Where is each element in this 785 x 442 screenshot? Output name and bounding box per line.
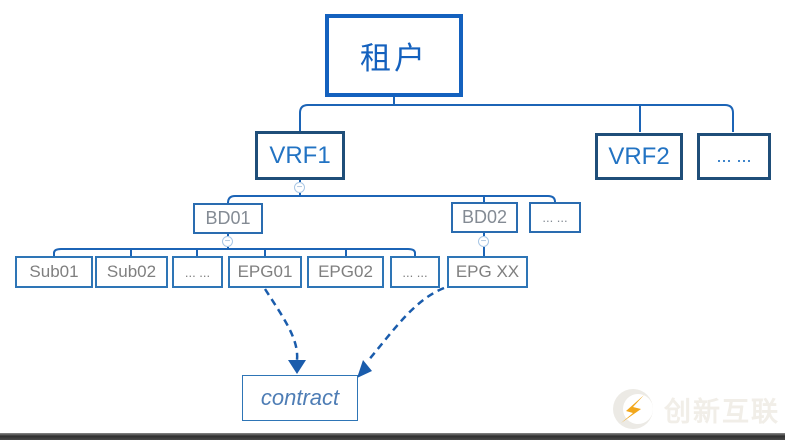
arrowhead-down-left-icon bbox=[357, 360, 372, 378]
brand-logo-icon bbox=[613, 389, 653, 429]
collapse-minus-icon: − bbox=[294, 182, 305, 193]
node-epg01: EPG01 bbox=[228, 256, 302, 288]
bottom-divider-bar bbox=[0, 433, 785, 440]
arrowhead-down-icon bbox=[288, 360, 306, 374]
watermark: 创新互联 bbox=[611, 387, 780, 431]
node-epg02: EPG02 bbox=[307, 256, 384, 288]
node-epg-ellipsis: ... ... bbox=[390, 256, 440, 288]
epgxx-to-contract-arrow bbox=[366, 286, 445, 363]
node-vrf-ellipsis: ... ... bbox=[697, 133, 771, 180]
node-sub-ellipsis: ... ... bbox=[172, 256, 223, 288]
node-bd-ellipsis: ... ... bbox=[529, 202, 581, 233]
node-epg-xx: EPG XX bbox=[447, 256, 528, 288]
brand-name: 创新互联 bbox=[664, 396, 780, 427]
node-tenant-root: 租户 bbox=[325, 14, 463, 97]
node-bd01: BD01 bbox=[193, 203, 263, 234]
node-contract: contract bbox=[242, 375, 358, 421]
epg01-to-contract-arrow bbox=[263, 288, 299, 361]
collapse-minus-icon: − bbox=[222, 236, 233, 247]
node-vrf2: VRF2 bbox=[595, 133, 683, 180]
collapse-minus-icon: − bbox=[478, 236, 489, 247]
node-sub01: Sub01 bbox=[15, 256, 93, 288]
node-sub02: Sub02 bbox=[95, 256, 168, 288]
node-bd02: BD02 bbox=[451, 202, 518, 233]
node-vrf1: VRF1 bbox=[255, 131, 345, 180]
